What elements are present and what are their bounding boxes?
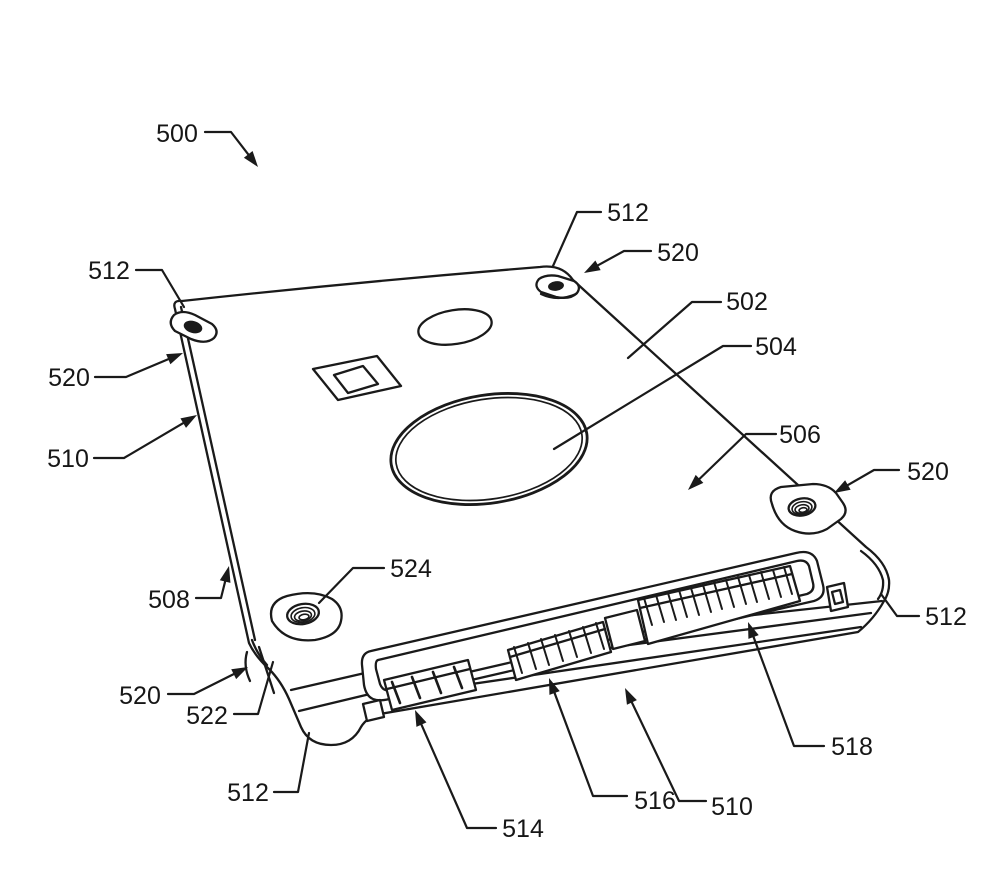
reference-label-group: 516: [549, 678, 676, 815]
reference-label: 512: [227, 779, 269, 807]
leader-arrowhead-icon: [625, 688, 637, 705]
reference-label: 506: [779, 421, 821, 449]
reference-label-group: 506: [688, 421, 821, 490]
reference-label-group: 522: [186, 660, 275, 730]
leader-arrowhead-icon: [166, 353, 183, 365]
leader-line: [551, 687, 629, 798]
cover-square-feature: [311, 354, 403, 402]
reference-label-group: 520: [834, 458, 949, 493]
reference-label: 504: [755, 333, 797, 361]
leader-line: [418, 718, 498, 830]
leader-line: [92, 419, 189, 460]
reference-label-group: 514: [415, 710, 544, 843]
leader-line: [166, 670, 240, 696]
leader-arrowhead-icon: [243, 150, 258, 167]
cover-small-hole: [417, 308, 493, 346]
mount-tab-top-left: [169, 310, 218, 343]
reference-label-group: 510: [625, 688, 753, 821]
leader-line: [842, 468, 901, 489]
leader-line: [194, 575, 228, 600]
leader-line: [317, 566, 386, 605]
spindle-motor-circle: [389, 392, 589, 506]
power-connector-pins: [643, 566, 793, 626]
reference-label: 518: [831, 733, 873, 761]
reference-label: 510: [711, 793, 753, 821]
leader-line: [592, 249, 653, 269]
reference-label: 514: [502, 815, 544, 843]
reference-label-group: 508: [148, 566, 231, 614]
reference-label-group: 520: [584, 239, 699, 273]
reference-label: 512: [88, 257, 130, 285]
leader-arrowhead-icon: [219, 566, 231, 583]
reference-label: 516: [634, 787, 676, 815]
leader-line: [879, 592, 921, 618]
reference-label-group: 504: [552, 333, 797, 451]
reference-label-group: 512: [551, 199, 649, 268]
reference-label: 512: [607, 199, 649, 227]
leader-line: [750, 631, 826, 748]
corner-seam-lines: [244, 638, 372, 713]
front-wall-opening-left: [361, 698, 386, 723]
reference-labels-layer: 500 512 520 502 504 506 520 512 518 516 510 514 512 5…: [47, 120, 967, 843]
reference-label-group: 512: [88, 257, 186, 309]
leader-line: [694, 432, 778, 484]
reference-label-group: 510: [47, 415, 197, 473]
jumper-pin-block: [382, 658, 478, 712]
mount-tab-top-middle: [535, 274, 581, 300]
connector-tray-inner: [374, 559, 815, 692]
connector-key-block: [603, 608, 647, 651]
reference-label-group: 520: [48, 353, 183, 392]
jumper-pins: [390, 665, 464, 705]
reference-label: 520: [48, 364, 90, 392]
reference-label: 512: [925, 603, 967, 631]
leader-arrowhead-icon: [748, 622, 759, 639]
screw-boss-bottom-left: [269, 591, 343, 642]
data-connector-block: [506, 620, 613, 682]
device-drawing: [169, 265, 891, 747]
power-connector-block: [636, 564, 802, 646]
threaded-hole-right: [787, 497, 817, 517]
reference-label: 524: [390, 555, 432, 583]
mount-hole-top-middle: [548, 281, 564, 291]
reference-label-group: 524: [317, 555, 432, 605]
leader-arrowhead-icon: [834, 480, 851, 493]
front-wall-opening-right: [825, 581, 850, 613]
mount-tab-right: [769, 482, 847, 535]
leader-line: [272, 731, 311, 794]
data-connector-pins: [513, 622, 605, 674]
leader-arrowhead-icon: [688, 474, 704, 490]
reference-label: 510: [47, 445, 89, 473]
reference-label: 520: [657, 239, 699, 267]
leader-line: [628, 696, 708, 803]
leader-line: [134, 268, 186, 309]
reference-label-group: 518: [748, 622, 873, 761]
leader-line: [552, 344, 753, 451]
reference-label-group: 502: [626, 288, 768, 360]
reference-label: 520: [907, 458, 949, 486]
reference-label: 500: [156, 120, 198, 148]
leader-line: [232, 660, 275, 716]
reference-label-group: 500: [156, 120, 258, 167]
left-wall-inner-edge: [179, 305, 257, 642]
reference-label-group: 512: [227, 731, 311, 807]
leader-arrowhead-icon: [415, 710, 427, 727]
leader-arrowhead-icon: [180, 415, 197, 428]
reference-label-group: 512: [879, 592, 967, 631]
reference-label: 502: [726, 288, 768, 316]
leader-line: [203, 130, 253, 160]
reference-label: 520: [119, 682, 161, 710]
leader-arrowhead-icon: [549, 678, 560, 695]
leader-arrowhead-icon: [584, 260, 601, 273]
leader-line: [551, 210, 603, 268]
threaded-hole-bottom-left: [285, 602, 321, 626]
reference-label-group: 520: [119, 667, 248, 710]
reference-label: 508: [148, 586, 190, 614]
leader-line: [93, 356, 174, 379]
reference-label: 522: [186, 702, 228, 730]
mount-hole-top-left: [183, 320, 203, 334]
leader-arrowhead-icon: [231, 667, 248, 680]
leader-line: [626, 300, 723, 360]
